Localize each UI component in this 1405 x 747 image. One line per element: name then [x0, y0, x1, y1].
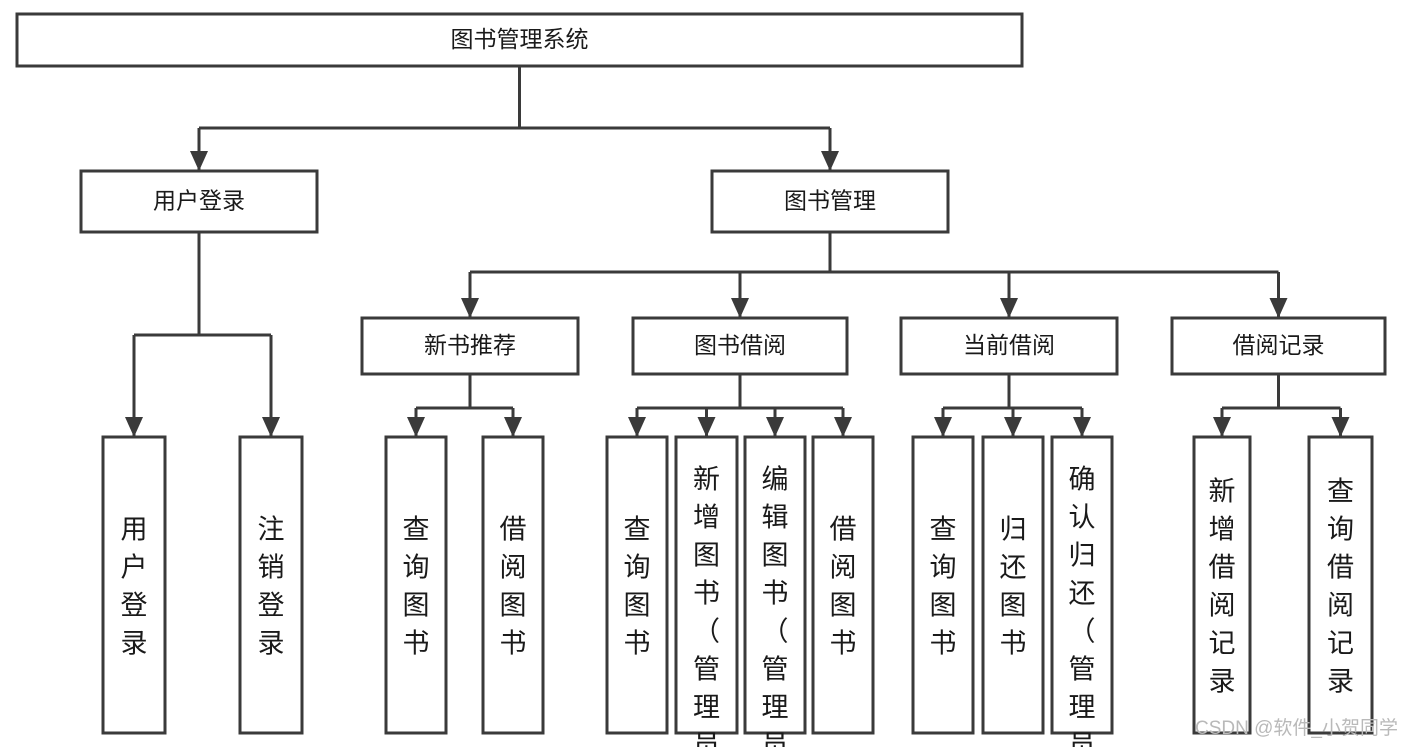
arrow-head-icon — [1000, 298, 1018, 318]
node-box[interactable] — [360, 316, 580, 376]
node-leaf-3[interactable]: 借阅图书 — [481, 435, 545, 735]
node-box[interactable] — [899, 316, 1119, 376]
node-level2-0[interactable]: 用户登录 — [79, 169, 319, 234]
node-leaf-12[interactable]: 查询借阅记录 — [1307, 435, 1374, 735]
node-label: 用户登录 — [121, 515, 148, 659]
node-label: 用户登录 — [153, 188, 245, 214]
node-label: 新书推荐 — [424, 332, 516, 358]
node-label: 归还图书 — [1000, 515, 1027, 659]
node-leaf-4[interactable]: 查询图书 — [605, 435, 669, 735]
node-box[interactable] — [1170, 316, 1387, 376]
csdn-watermark: CSDN @软件_小贺同学 — [1195, 717, 1398, 739]
node-label: 借阅图书 — [830, 515, 857, 659]
arrow-head-icon — [834, 417, 852, 437]
arrow-head-icon — [1004, 417, 1022, 437]
arrow-head-icon — [766, 417, 784, 437]
arrow-head-icon — [262, 417, 280, 437]
nodes-layer: 图书管理系统用户登录图书管理新书推荐图书借阅当前借阅借阅记录用户登录注销登录查询… — [15, 12, 1387, 747]
arrow-head-icon — [697, 417, 716, 437]
node-leaf-6[interactable]: 编辑图书（管理员） — [743, 435, 807, 747]
node-box[interactable] — [1050, 435, 1114, 735]
node-label: 借阅图书 — [500, 515, 527, 659]
node-label: 新增借阅记录 — [1209, 477, 1236, 697]
node-box[interactable] — [1192, 435, 1252, 735]
node-box[interactable] — [101, 435, 167, 735]
node-box[interactable] — [631, 316, 849, 376]
node-leaf-8[interactable]: 查询图书 — [911, 435, 975, 735]
node-leaf-2[interactable]: 查询图书 — [384, 435, 448, 735]
arrow-head-icon — [1213, 417, 1231, 437]
node-level3-3[interactable]: 借阅记录 — [1170, 316, 1387, 376]
node-label: 确认归还（管理员） — [1069, 465, 1096, 747]
arrow-head-icon — [1331, 417, 1350, 437]
arrow-head-icon — [190, 151, 208, 171]
node-leaf-5[interactable]: 新增图书（管理员） — [674, 435, 739, 747]
node-label: 查询图书 — [930, 515, 957, 659]
node-level3-1[interactable]: 图书借阅 — [631, 316, 849, 376]
node-box[interactable] — [605, 435, 669, 735]
node-label: 当前借阅 — [963, 332, 1055, 358]
arrow-head-icon — [461, 298, 479, 318]
node-leaf-9[interactable]: 归还图书 — [981, 435, 1045, 735]
node-box[interactable] — [481, 435, 545, 735]
node-level2-1[interactable]: 图书管理 — [710, 169, 950, 234]
node-leaf-0[interactable]: 用户登录 — [101, 435, 167, 735]
node-box[interactable] — [384, 435, 448, 735]
arrow-head-icon — [731, 298, 749, 318]
node-box[interactable] — [674, 435, 739, 735]
arrow-head-icon — [1269, 298, 1288, 318]
arrow-head-icon — [1073, 417, 1091, 437]
node-label: 查询图书 — [624, 515, 651, 659]
node-leaf-10[interactable]: 确认归还（管理员） — [1050, 435, 1114, 747]
node-box[interactable] — [981, 435, 1045, 735]
arrow-head-icon — [504, 417, 522, 437]
connectors-layer — [125, 66, 1350, 437]
node-label: 新增图书（管理员） — [693, 465, 720, 747]
arrow-head-icon — [125, 417, 143, 437]
node-label: 查询借阅记录 — [1327, 477, 1354, 697]
node-label: 图书借阅 — [694, 332, 786, 358]
node-label: 查询图书 — [403, 515, 430, 659]
node-box[interactable] — [238, 435, 304, 735]
node-label: 编辑图书（管理员） — [762, 465, 789, 747]
node-box[interactable] — [710, 169, 950, 234]
node-leaf-11[interactable]: 新增借阅记录 — [1192, 435, 1252, 735]
node-leaf-1[interactable]: 注销登录 — [238, 435, 304, 735]
node-box[interactable] — [811, 435, 875, 735]
node-box[interactable] — [15, 12, 1024, 68]
node-root[interactable]: 图书管理系统 — [15, 12, 1024, 68]
arrow-head-icon — [934, 417, 952, 437]
node-label: 借阅记录 — [1233, 332, 1325, 358]
node-leaf-7[interactable]: 借阅图书 — [811, 435, 875, 735]
arrow-head-icon — [821, 151, 839, 171]
node-label: 图书管理系统 — [451, 26, 589, 52]
node-box[interactable] — [911, 435, 975, 735]
node-label: 图书管理 — [784, 188, 876, 214]
node-box[interactable] — [1307, 435, 1374, 735]
arrow-head-icon — [407, 417, 425, 437]
arrow-head-icon — [628, 417, 646, 437]
node-level3-2[interactable]: 当前借阅 — [899, 316, 1119, 376]
node-level3-0[interactable]: 新书推荐 — [360, 316, 580, 376]
node-box[interactable] — [79, 169, 319, 234]
node-label: 注销登录 — [258, 515, 285, 659]
node-box[interactable] — [743, 435, 807, 735]
